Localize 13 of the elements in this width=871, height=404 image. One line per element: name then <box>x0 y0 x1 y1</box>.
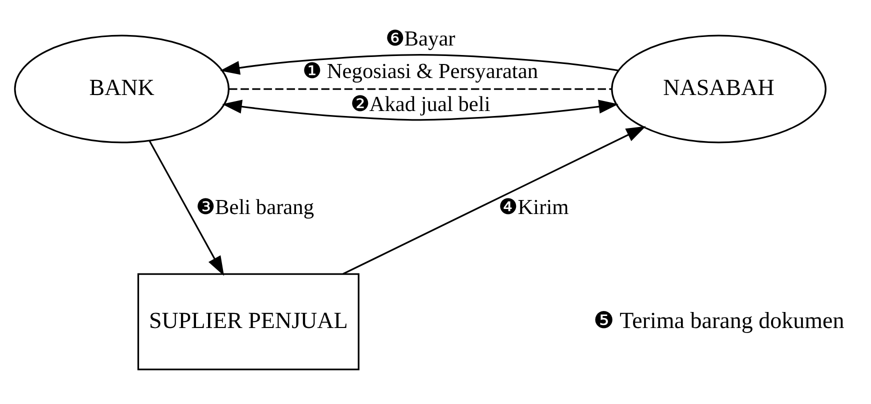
edge-label: ❸Beli barang <box>196 194 314 218</box>
node-box: SUPLIER PENJUAL <box>137 272 360 370</box>
label: ❺ Terima barang dokumen <box>593 306 844 332</box>
edge-label: ❹Kirim <box>498 194 569 218</box>
edge-label: ❻Bayar <box>385 26 456 50</box>
edge-label: ❷Akad jual beli <box>350 92 490 116</box>
arrow <box>342 126 646 274</box>
arrow <box>222 99 618 120</box>
arrow <box>148 140 224 276</box>
edge-label: ❶ Negosiasi & Persyaratan <box>302 58 538 83</box>
node-ellipse: BANK <box>14 34 230 143</box>
connector <box>229 88 612 90</box>
arrow <box>220 53 618 74</box>
